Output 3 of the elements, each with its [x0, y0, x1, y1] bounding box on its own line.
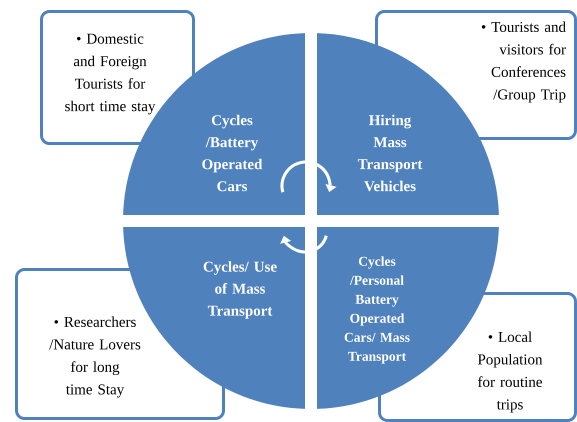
- curved-arrow: [280, 160, 337, 192]
- text-box: • Domestic and Foreign Tourists for short time stay: [40, 10, 195, 145]
- curved-arrow: [280, 235, 328, 254]
